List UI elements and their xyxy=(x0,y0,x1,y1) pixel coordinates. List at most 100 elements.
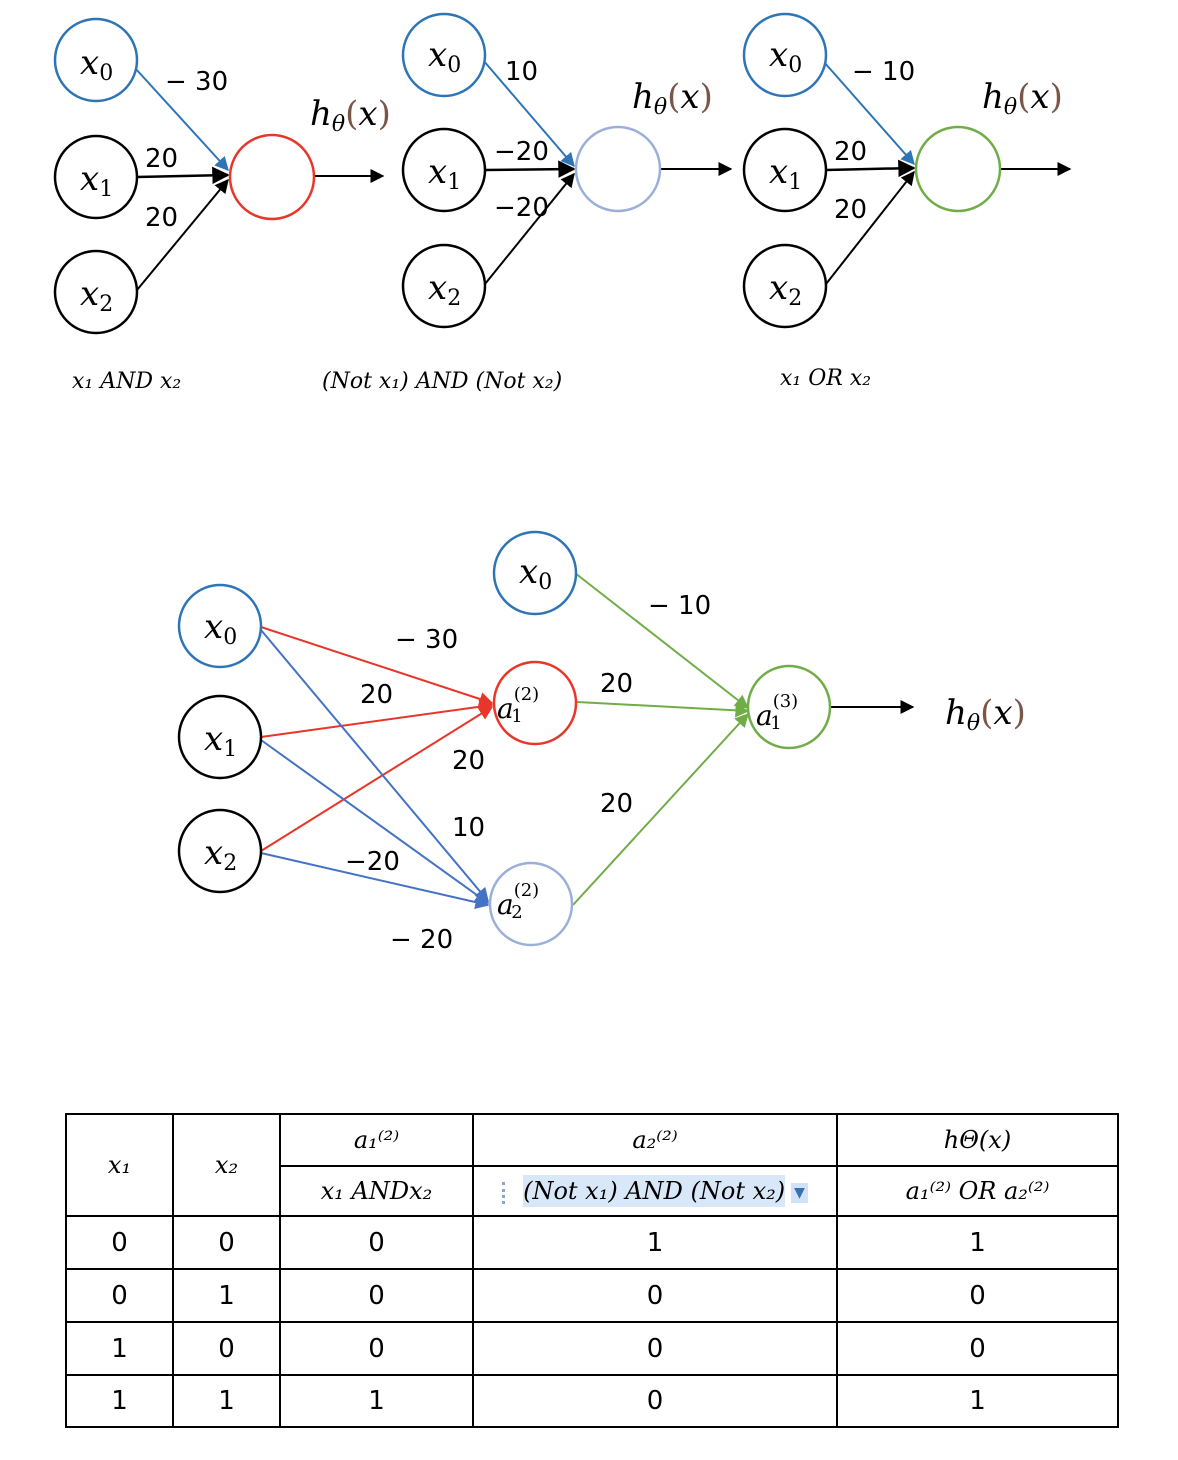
cell-a2: 1 xyxy=(472,1215,838,1270)
cell-h: 1 xyxy=(836,1215,1119,1270)
weight-x1: 20 xyxy=(834,137,867,167)
edge-x2-a1 xyxy=(260,706,494,852)
weight-x2: 20 xyxy=(834,195,867,225)
header-a2: a₂⁽²⁾ xyxy=(472,1113,838,1167)
header-a1-desc: x₁ ANDx₂ xyxy=(279,1165,474,1217)
network-and: x0 x1 x2 − 30 20 20 hθ(x) x₁ AND x₂ xyxy=(53,17,391,394)
cell-h: 1 xyxy=(836,1374,1119,1428)
node-output xyxy=(574,125,662,213)
node-x1 xyxy=(742,127,828,213)
weight-x1-a1: 20 xyxy=(360,680,393,710)
cell-a2: 0 xyxy=(472,1321,838,1376)
cell-a1: 1 xyxy=(279,1374,474,1428)
network-combined: x0 x1 x2 x0 a(2)1 a(2)2 a(3)1 − 30 20 20… xyxy=(177,530,1026,955)
cell-x1: 0 xyxy=(65,1268,174,1323)
edge-x1-out xyxy=(136,166,230,185)
caption-or: x₁ OR x₂ xyxy=(780,366,871,391)
edge-x1-out xyxy=(825,159,916,178)
node-x2 xyxy=(742,243,828,329)
header-x1: x₁ xyxy=(65,1113,174,1217)
node-x0 xyxy=(53,17,139,103)
cell-a2: 0 xyxy=(472,1374,838,1428)
cell-x1: 0 xyxy=(65,1215,174,1270)
node-x0-label: x0 xyxy=(769,35,802,78)
weight-bias: 10 xyxy=(505,57,538,87)
weight-x0-a2: 10 xyxy=(452,813,485,843)
node-bias-hidden xyxy=(492,530,578,616)
node-x0-label: x0 xyxy=(428,35,461,78)
edge-x0-a2 xyxy=(260,629,489,903)
equation-selection[interactable]: (Not x₁) AND (Not x₂) xyxy=(523,1175,786,1207)
network-nor: x0 x1 x2 10 −20 −20 hθ(x) (Not x₁) AND (… xyxy=(322,12,733,394)
hypothesis-label: hθ(x) xyxy=(310,94,391,137)
cell-x2: 1 xyxy=(172,1268,281,1323)
node-a2 xyxy=(488,861,574,947)
node-x2-label: x2 xyxy=(428,268,461,311)
node-x1 xyxy=(177,694,263,780)
weight-x2-a2: − 20 xyxy=(390,925,453,955)
edge-bias-out xyxy=(574,572,750,709)
cell-h: 0 xyxy=(836,1268,1119,1323)
edge-x1-a1 xyxy=(260,699,494,738)
weight-x0-a1: − 30 xyxy=(395,625,458,655)
weight-a1-out: 20 xyxy=(600,669,633,699)
edge-a2-out xyxy=(572,712,749,906)
node-x2-label: x2 xyxy=(204,833,237,876)
hypothesis-label: hθ(x) xyxy=(632,77,713,120)
cell-x2: 1 xyxy=(172,1374,281,1428)
cell-x2: 0 xyxy=(172,1215,281,1270)
node-x2 xyxy=(53,249,139,335)
weight-x2: −20 xyxy=(494,193,549,223)
edge-x2-out xyxy=(825,170,915,285)
node-x0 xyxy=(401,12,487,98)
edge-x2-out xyxy=(136,178,229,291)
edge-x0-a1 xyxy=(260,626,494,706)
node-a1-label: a(2)1 xyxy=(497,684,539,727)
node-a1 xyxy=(492,660,578,746)
node-x2-label: x2 xyxy=(769,268,802,311)
caption-nor: (Not x₁) AND (Not x₂) xyxy=(322,369,562,394)
cell-a1: 0 xyxy=(279,1215,474,1270)
node-output xyxy=(228,133,316,221)
weight-x1: 20 xyxy=(145,144,178,174)
node-bias-hidden-label: x0 xyxy=(519,552,552,595)
node-x1 xyxy=(53,134,139,220)
hypothesis-label: hθ(x) xyxy=(945,693,1026,736)
node-a3-label: a(3)1 xyxy=(756,691,798,734)
cell-x2: 0 xyxy=(172,1321,281,1376)
table-row: 0 0 0 1 1 xyxy=(65,1215,1119,1270)
cell-a1: 0 xyxy=(279,1268,474,1323)
table-row: 0 1 0 0 0 xyxy=(65,1268,1119,1323)
edge-x2-out xyxy=(484,172,575,285)
node-a2-label: a(2)2 xyxy=(497,880,539,923)
node-x0-label: x0 xyxy=(204,607,237,650)
network-or: x0 x1 x2 − 10 20 20 hθ(x) x₁ OR x₂ xyxy=(742,12,1072,391)
table-row: 1 0 0 0 0 xyxy=(65,1321,1119,1376)
node-x0 xyxy=(742,12,828,98)
header-h: hΘ(x) xyxy=(836,1113,1119,1167)
node-x1-label: x1 xyxy=(80,159,113,202)
weight-bias-out: − 10 xyxy=(648,591,711,621)
edge-x0-out xyxy=(134,67,229,172)
header-a2-desc[interactable]: (Not x₁) AND (Not x₂)▼ xyxy=(472,1165,838,1217)
edge-x2-a2 xyxy=(260,852,490,910)
node-x1-label: x1 xyxy=(428,152,461,195)
weight-bias: − 30 xyxy=(165,67,228,97)
node-x1-label: x1 xyxy=(204,719,237,762)
header-x2: x₂ xyxy=(172,1113,281,1217)
caption-and: x₁ AND x₂ xyxy=(72,369,181,394)
cell-h: 0 xyxy=(836,1321,1119,1376)
edge-a1-out xyxy=(576,701,750,718)
header-a1: a₁⁽²⁾ xyxy=(279,1113,474,1167)
drag-handle-icon[interactable] xyxy=(502,1181,515,1204)
header-h-desc: a₁⁽²⁾ OR a₂⁽²⁾ xyxy=(836,1165,1119,1217)
weight-a2-out: 20 xyxy=(600,789,633,819)
dropdown-arrow-icon[interactable]: ▼ xyxy=(791,1182,808,1203)
cell-x1: 1 xyxy=(65,1374,174,1428)
hypothesis-label: hθ(x) xyxy=(982,77,1063,120)
weight-bias: − 10 xyxy=(852,57,915,87)
weight-x2-a1: 20 xyxy=(452,746,485,776)
edge-x0-out xyxy=(823,61,915,166)
cell-x1: 1 xyxy=(65,1321,174,1376)
node-x1-label: x1 xyxy=(769,152,802,195)
